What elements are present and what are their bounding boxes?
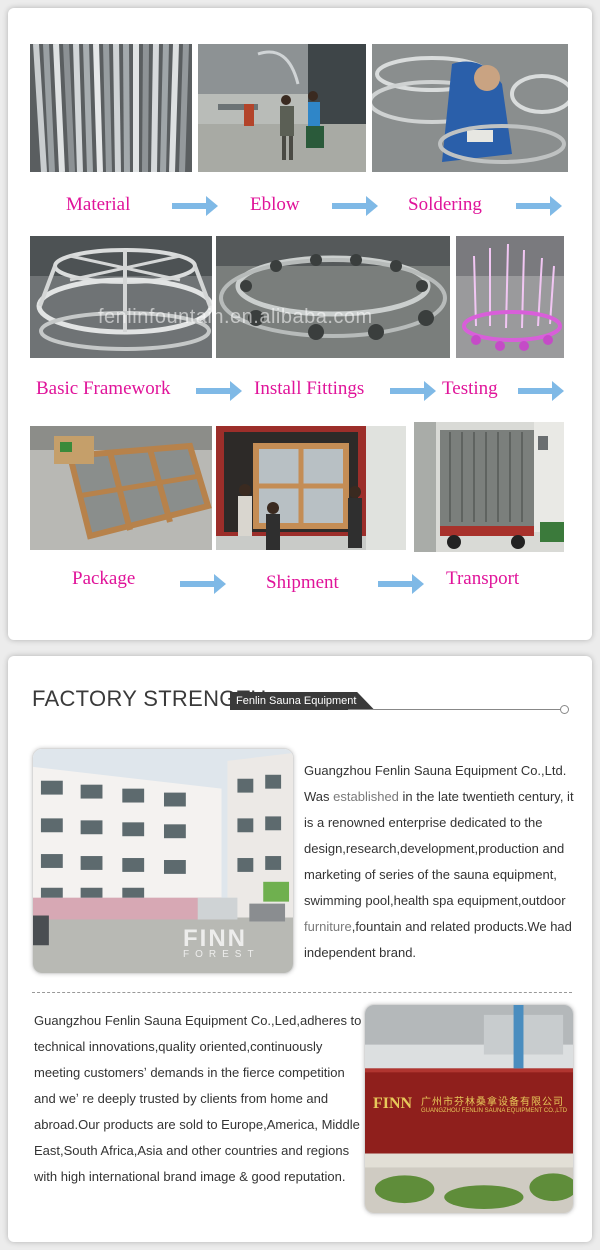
- step-basic-framework: Basic Framework: [36, 378, 171, 399]
- section-title: FACTORY STRENGTH: [32, 686, 267, 711]
- right-arrow-icon: [178, 572, 228, 596]
- factory-card: FACTORY STRENGTH Fenlin Sauna Equipment: [8, 656, 592, 1242]
- step-transport: Transport: [446, 568, 520, 589]
- step-shipment: Shipment: [266, 572, 339, 593]
- highlight-furniture: furniture: [304, 919, 352, 934]
- photo-eblow: [198, 44, 366, 172]
- right-arrow-icon: [170, 194, 220, 218]
- sign-brand: FINN: [373, 1095, 413, 1112]
- right-arrow-icon: [376, 572, 426, 596]
- right-arrow-icon: [194, 379, 244, 403]
- watermark-text: fenlinfountain.en.alibaba.com: [98, 306, 373, 328]
- step-soldering: Soldering: [408, 194, 482, 215]
- circle-icon: [560, 705, 569, 714]
- sign-text-en: GUANGZHOU FENLIN SAUNA EQUIPMENT CO.,LTD: [421, 1108, 568, 1114]
- photo-material: [30, 44, 192, 172]
- right-arrow-icon: [388, 379, 438, 403]
- photo-shipment: [216, 426, 406, 550]
- building-logo: FINN FOREST: [183, 925, 260, 960]
- section-badge: Fenlin Sauna Equipment: [230, 692, 375, 710]
- step-install-fittings: Install Fittings: [254, 378, 365, 399]
- process-card: Material Eblow Soldering: [8, 8, 592, 640]
- title-divider: [348, 709, 562, 710]
- right-arrow-icon: [330, 194, 380, 218]
- photo-factory-building: FINN FOREST: [32, 748, 294, 974]
- photo-install-fittings: [216, 236, 450, 358]
- step-eblow: Eblow: [250, 194, 300, 215]
- right-arrow-icon: [514, 194, 564, 218]
- right-arrow-icon: [516, 379, 566, 403]
- intro-paragraph: Guangzhou Fenlin Sauna Equipment Co.,Ltd…: [304, 763, 574, 960]
- step-package: Package: [72, 568, 136, 589]
- sign-text-cn: 广州市芬林桑拿设备有限公司: [421, 1097, 564, 1108]
- photo-package: [30, 426, 212, 550]
- photo-testing: [456, 236, 564, 358]
- photo-company-sign: FINN 广州市芬林桑拿设备有限公司 GUANGZHOU FENLIN SAUN…: [364, 1004, 574, 1214]
- step-material: Material: [66, 194, 131, 215]
- photo-basic-framework: [30, 236, 212, 358]
- photo-soldering: [372, 44, 568, 172]
- dashed-divider: [32, 992, 572, 993]
- step-testing: Testing: [442, 378, 498, 399]
- strength-paragraph: Guangzhou Fenlin Sauna Equipment Co.,Led…: [34, 1013, 362, 1184]
- highlight-established: established: [333, 789, 399, 804]
- photo-transport: [414, 422, 564, 552]
